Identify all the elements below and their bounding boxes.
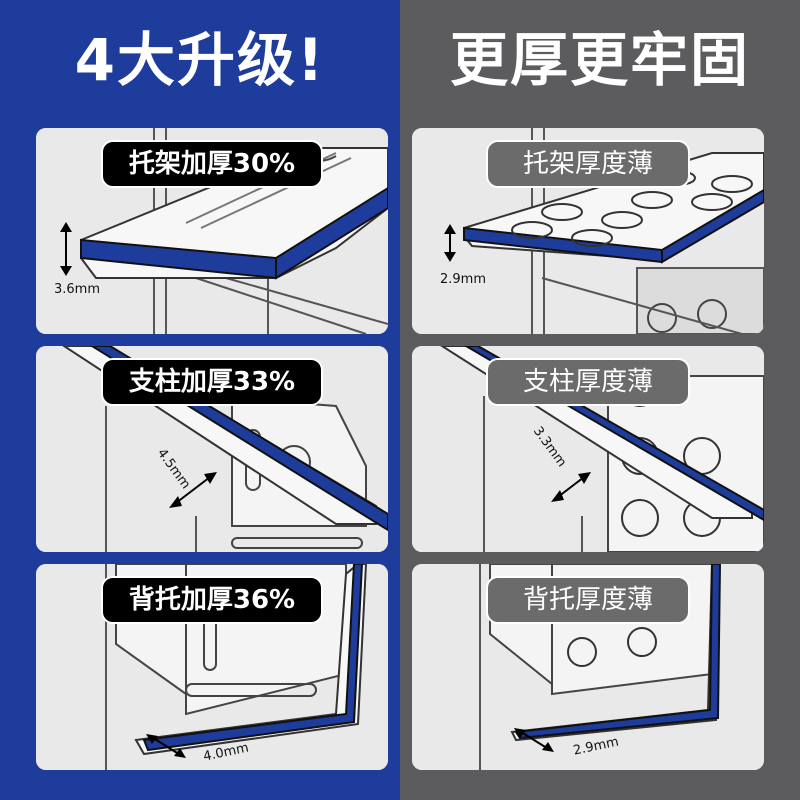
bracket-standard-label: 托架厚度薄	[486, 140, 690, 188]
backing-standard-label: 背托厚度薄	[486, 576, 690, 624]
right-headline: 更厚更牢固	[449, 26, 750, 94]
thickness-arrow-icon	[514, 728, 554, 752]
thickness-arrow-icon	[169, 472, 217, 508]
column-standard-label: 支柱厚度薄	[486, 358, 690, 406]
thickness-arrow-icon	[551, 472, 591, 502]
thickness-arrow-icon	[444, 224, 456, 262]
left-headline: 4大升级!	[74, 26, 326, 94]
bracket-standard-dimension: 2.9mm	[440, 272, 487, 287]
panel-column-standard: 支柱厚度薄 3.3mm	[412, 346, 764, 552]
bracket-upgraded-label: 托架加厚30%	[101, 140, 323, 188]
panel-bracket-upgraded: 托架加厚30% 3.6mm	[36, 128, 388, 334]
backing-upgraded-label: 背托加厚36%	[101, 576, 323, 624]
column-upgraded-label: 支柱加厚33%	[101, 358, 323, 406]
panel-backing-upgraded: 背托加厚36% 4.0mm	[36, 564, 388, 770]
bracket-upgraded-dimension: 3.6mm	[54, 282, 101, 297]
panel-column-upgraded: 支柱加厚33% 4.5mm	[36, 346, 388, 552]
panel-backing-standard: 背托厚度薄 2.9mm	[412, 564, 764, 770]
thickness-arrow-icon	[60, 222, 72, 276]
thickness-arrow-icon	[146, 734, 186, 758]
panel-bracket-standard: 托架厚度薄 2.9mm	[412, 128, 764, 334]
